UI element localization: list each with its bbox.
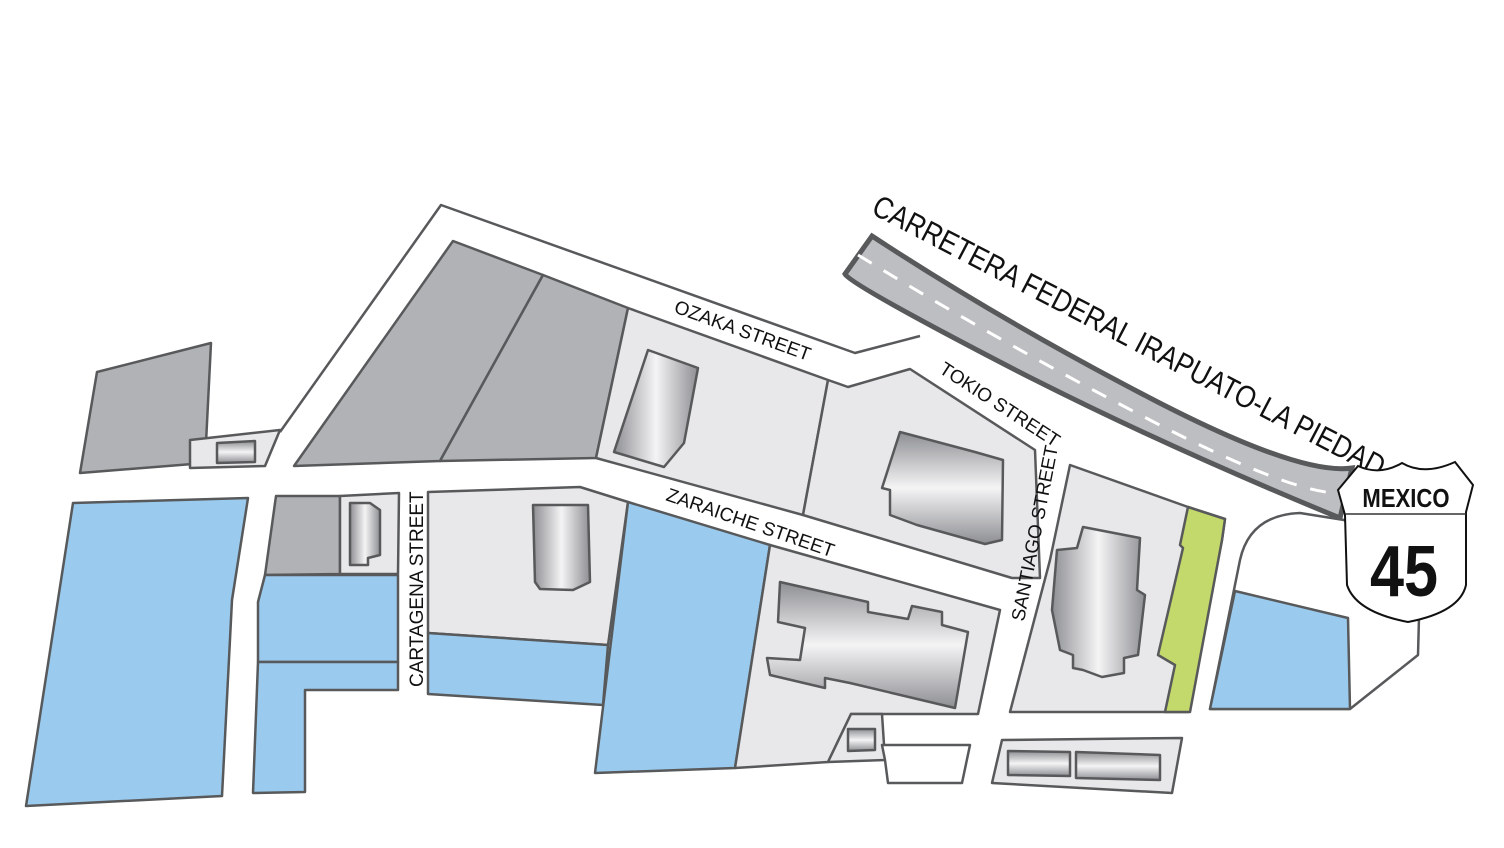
building bbox=[531, 503, 592, 592]
building bbox=[880, 430, 1005, 546]
building bbox=[348, 501, 382, 567]
shield-country: MEXICO bbox=[1362, 484, 1449, 513]
building bbox=[846, 727, 877, 753]
water-area bbox=[24, 496, 250, 808]
building bbox=[765, 580, 970, 710]
building bbox=[1074, 750, 1162, 782]
building bbox=[1050, 525, 1147, 679]
lot-gray bbox=[263, 494, 342, 577]
shield-number: 45 bbox=[1370, 532, 1438, 612]
block bbox=[426, 485, 630, 647]
building bbox=[1006, 749, 1072, 778]
water-area bbox=[426, 631, 610, 707]
road-outline-north bbox=[278, 203, 921, 433]
green-area bbox=[1156, 505, 1227, 714]
water-area bbox=[251, 660, 400, 795]
highway-shield: MEXICO 45 bbox=[1336, 460, 1475, 624]
water-area bbox=[1208, 589, 1352, 711]
highway bbox=[842, 232, 1356, 522]
building bbox=[612, 348, 700, 469]
street-label-cartagena: CARTAGENA STREET bbox=[407, 491, 428, 687]
parcel-outline bbox=[880, 743, 972, 785]
water-area bbox=[256, 573, 400, 664]
building bbox=[215, 439, 257, 465]
